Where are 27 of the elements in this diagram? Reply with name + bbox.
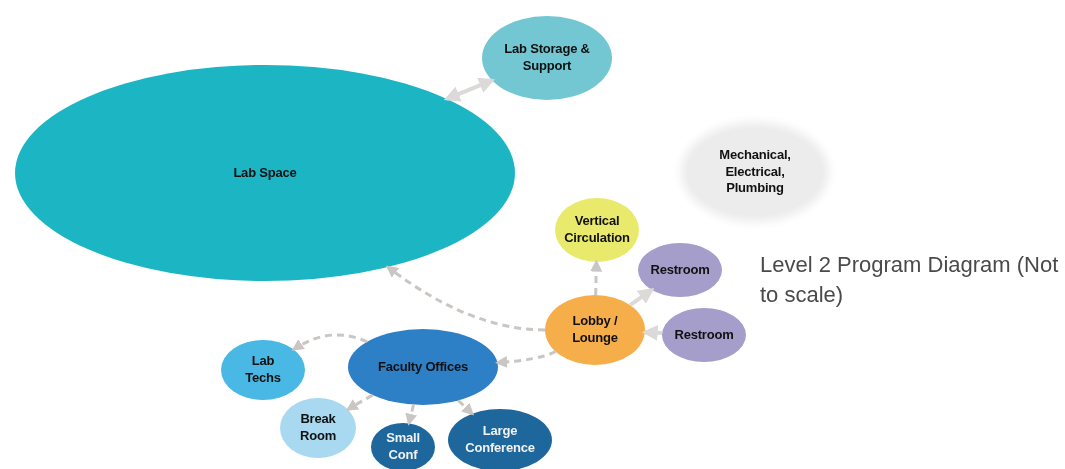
ellipse-node [221, 340, 305, 400]
arrow [495, 350, 557, 368]
arrow [629, 288, 655, 307]
arrow [443, 77, 495, 102]
node-label: Restroom [674, 326, 734, 344]
arrow [590, 259, 603, 296]
node-label: Mechanical, Electrical, Plumbing [718, 146, 792, 198]
node-label: Break Room [299, 411, 337, 445]
node-label: Lobby / Lounge [571, 313, 619, 347]
node-label: Vertical Circulation [563, 213, 631, 247]
arrow [457, 399, 475, 416]
arrow [405, 404, 418, 426]
ellipse-node [371, 423, 435, 469]
arrow [291, 333, 368, 351]
arrow [641, 324, 663, 341]
node-label: Restroom [650, 261, 710, 279]
node-label: Faculty Offices [377, 358, 469, 376]
arrow [345, 393, 374, 411]
ellipse-node [638, 243, 722, 297]
caption: Level 2 Program Diagram (Not to scale) [760, 251, 1060, 309]
ellipse-node [280, 398, 356, 458]
node-label: Lab Techs [244, 353, 282, 387]
arrow [385, 265, 546, 332]
node-label: Lab Space [233, 164, 297, 182]
node-label: Lab Storage & Support [503, 41, 591, 75]
node-label: Large Conference [464, 423, 536, 457]
node-label: Small Conf [385, 430, 421, 464]
